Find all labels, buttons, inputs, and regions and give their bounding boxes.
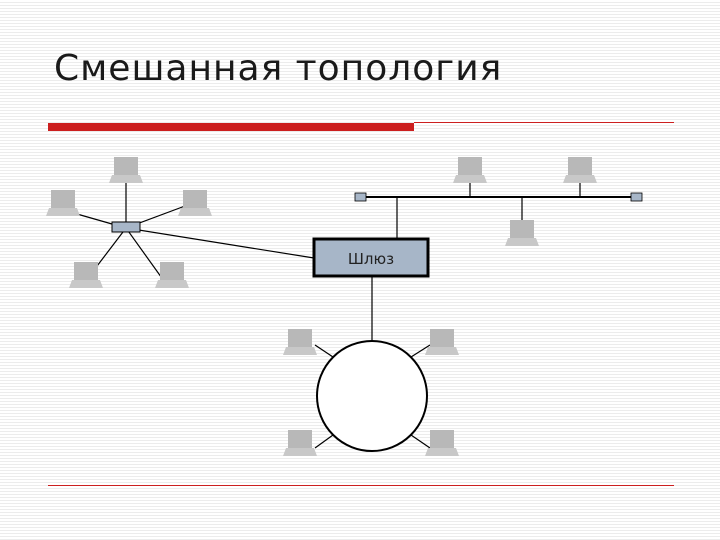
computer-icon: [155, 262, 189, 288]
ring-link: [314, 344, 334, 358]
ring: [316, 340, 428, 452]
ring-link: [314, 434, 334, 449]
computer-icon: [178, 190, 212, 216]
computer-icon: [109, 157, 143, 183]
computer-icon: [453, 157, 487, 183]
ring-network: [283, 329, 459, 456]
ring-link: [410, 344, 431, 358]
title-underline: [414, 122, 674, 123]
computer-icon: [283, 329, 317, 355]
computer-icon: [563, 157, 597, 183]
bus-terminator-icon: [630, 192, 643, 202]
title-accent-bar: [48, 123, 414, 131]
computer-icon: [505, 220, 539, 246]
star-network: [46, 157, 315, 288]
computer-icon: [69, 262, 103, 288]
star-link-bottom-left: [93, 227, 127, 271]
bus-terminator-icon: [354, 192, 367, 202]
computer-icon: [283, 430, 317, 456]
computer-icon: [425, 430, 459, 456]
computer-icon: [46, 190, 80, 216]
bus-network: [354, 157, 643, 246]
gateway-box: [312, 237, 430, 278]
gateway: Шлюз: [312, 237, 430, 340]
computer-icon: [425, 329, 459, 355]
ring-link: [410, 434, 431, 449]
gateway-label: Шлюз: [348, 250, 394, 268]
slide-title: Смешанная топология: [54, 48, 503, 89]
hub-icon: [111, 221, 141, 233]
footer-divider: [48, 485, 674, 486]
star-to-gateway-link: [125, 227, 315, 259]
star-link-bottom-right: [125, 227, 165, 282]
